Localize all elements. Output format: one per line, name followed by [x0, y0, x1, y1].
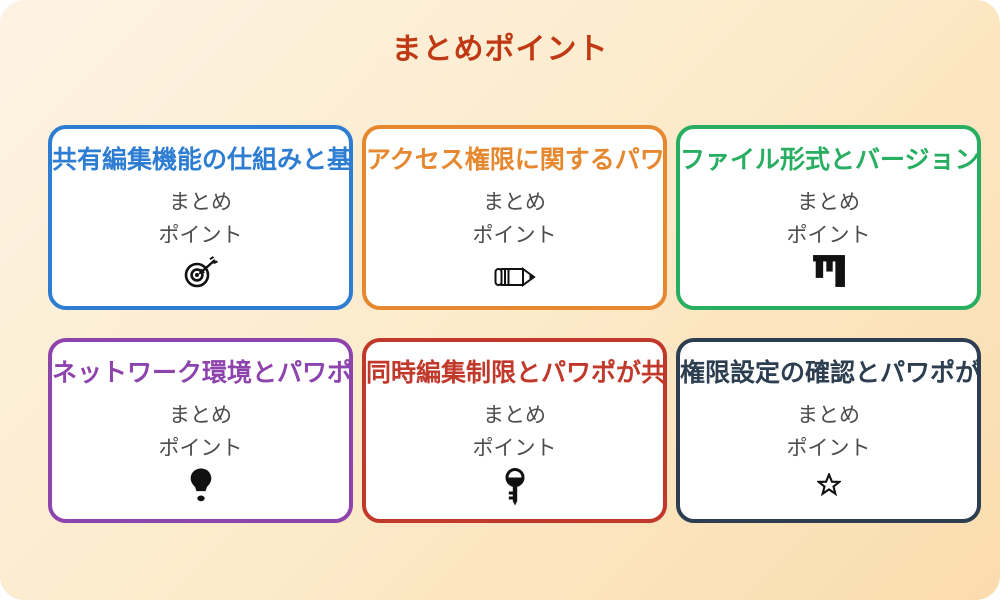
- card-body-text: まとめ ポイント: [159, 186, 243, 252]
- card-body-line1: まとめ: [169, 191, 232, 214]
- card-body-line1: まとめ: [169, 404, 232, 427]
- card-body-line2: ポイント: [472, 437, 557, 460]
- card-body-line1: まとめ: [797, 404, 860, 427]
- card-file-format: ファイル形式とバージョン まとめ ポイント: [676, 125, 981, 310]
- card-body-text: まとめ ポイント: [787, 186, 871, 252]
- card-permission-check: 権限設定の確認とパワポが まとめ ポイント: [676, 338, 981, 523]
- card-body-text: まとめ ポイント: [473, 186, 557, 252]
- page-title: まとめポイント: [391, 33, 609, 66]
- card-body-line1: まとめ: [483, 191, 546, 214]
- lightbulb-icon: [188, 468, 214, 502]
- card-title: 同時編集制限とパワポが共: [366, 359, 667, 387]
- card-body-line2: ポイント: [158, 224, 243, 247]
- pencil-icon: [493, 264, 537, 290]
- card-title: ファイル形式とバージョン: [680, 146, 980, 174]
- card-body-text: まとめ ポイント: [787, 399, 871, 465]
- card-body-line2: ポイント: [786, 437, 871, 460]
- card-shared-editing: 共有編集機能の仕組みと基 まとめ ポイント: [48, 125, 353, 310]
- card-title: ネットワーク環境とパワポ: [52, 359, 353, 387]
- card-access-rights: アクセス権限に関するパワ まとめ ポイント: [362, 125, 667, 310]
- card-body-text: まとめ ポイント: [159, 399, 243, 465]
- cards-grid: 共有編集機能の仕組みと基 まとめ ポイント アクセス権限に関するパワ: [48, 125, 981, 523]
- card-network-environment: ネットワーク環境とパワポ まとめ ポイント: [48, 338, 353, 523]
- card-simultaneous-editing: 同時編集制限とパワポが共 まとめ ポイント: [362, 338, 667, 523]
- card-body-line2: ポイント: [158, 437, 243, 460]
- card-body-line2: ポイント: [472, 224, 557, 247]
- key-icon: [504, 468, 526, 506]
- card-body-text: まとめ ポイント: [473, 399, 557, 465]
- dart-target-icon: [183, 255, 219, 289]
- card-title: 権限設定の確認とパワポが: [680, 359, 981, 387]
- card-title: アクセス権限に関するパワ: [366, 146, 665, 174]
- card-body-line1: まとめ: [483, 404, 546, 427]
- star-icon: [816, 473, 841, 496]
- card-body-line1: まとめ: [797, 191, 860, 214]
- card-body-line2: ポイント: [786, 224, 871, 247]
- bar-chart-icon: [812, 255, 846, 287]
- card-title: 共有編集機能の仕組みと基: [52, 146, 353, 174]
